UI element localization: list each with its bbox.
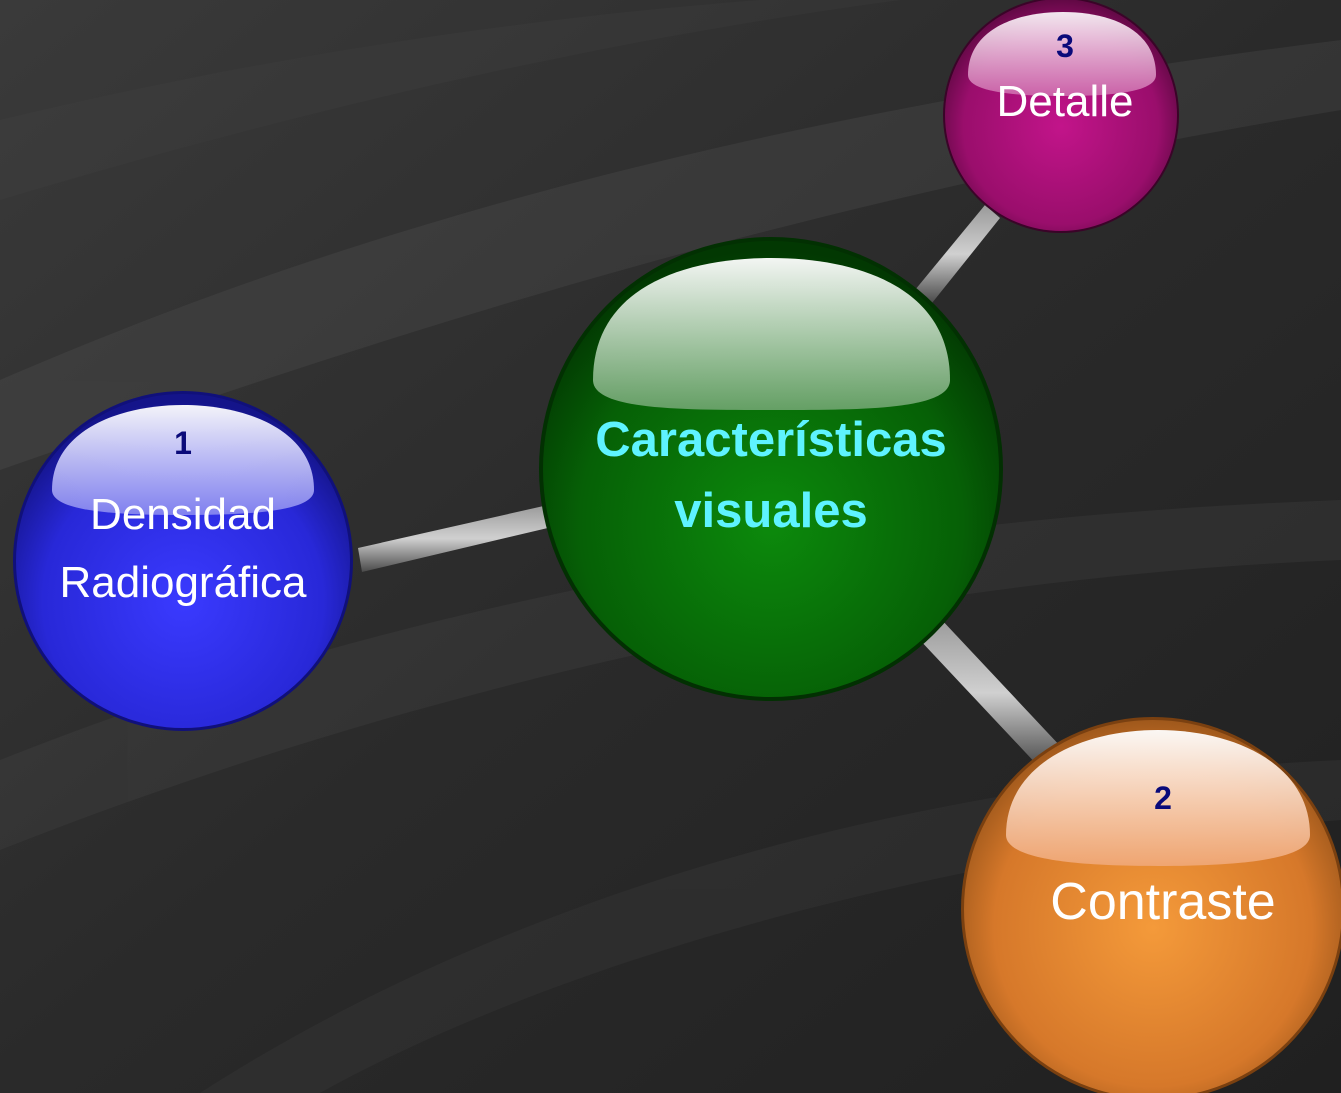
connector-left	[358, 505, 552, 572]
node-1-label: 1 Densidad Radiográfica	[23, 427, 343, 617]
node-1-line2: Radiográfica	[59, 558, 307, 608]
center-label: Características visuales	[551, 405, 991, 547]
node-1-sphere	[13, 391, 353, 731]
node-2-label: 2 Contraste	[993, 782, 1333, 943]
node-3-number: 3	[1056, 28, 1074, 64]
center-title-line2: visuales	[674, 484, 868, 539]
center-sphere	[539, 237, 1003, 701]
node-2-number: 2	[1154, 780, 1172, 816]
connector-top-right	[915, 205, 1000, 303]
connector-bottom-right	[918, 618, 1062, 768]
center-title-line1: Características	[595, 413, 947, 467]
node-3-line1: Detalle	[996, 77, 1134, 126]
node-3-sphere	[943, 0, 1179, 233]
node-1-line1: Densidad	[90, 490, 276, 539]
node-3-label: 3 Detalle	[951, 30, 1179, 136]
node-2-sphere	[961, 717, 1341, 1093]
node-2-line1: Contraste	[1050, 873, 1276, 931]
node-1-number: 1	[174, 425, 192, 461]
